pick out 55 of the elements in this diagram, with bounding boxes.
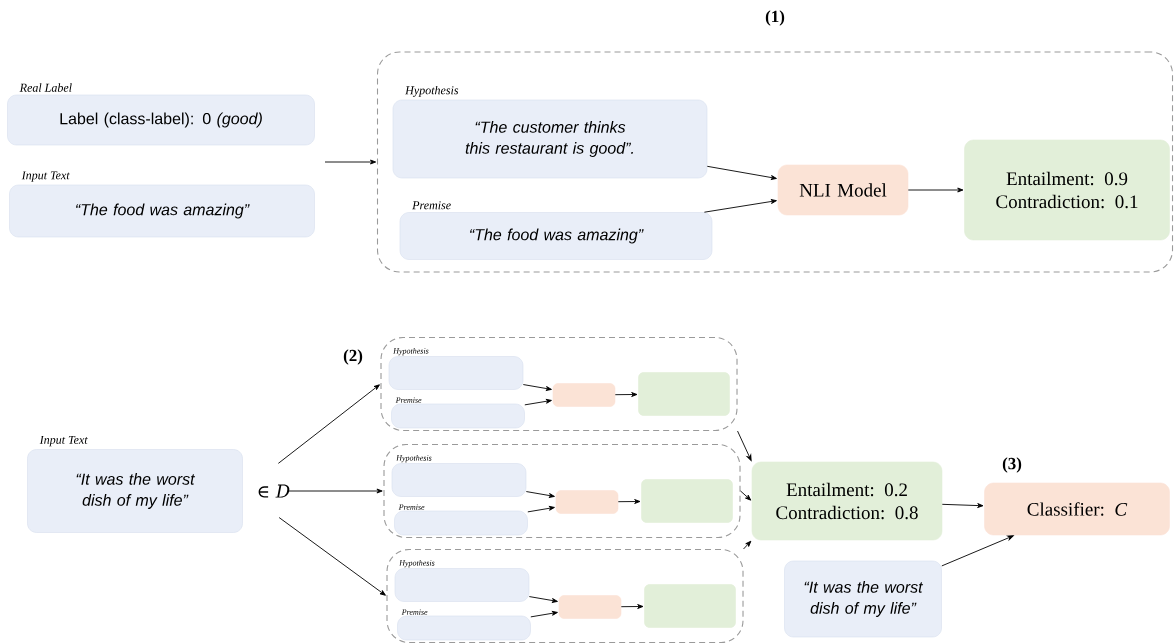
arrow bbox=[525, 491, 555, 498]
arrow bbox=[620, 604, 644, 609]
text-box: “The customer thinks this restaurant is good”. bbox=[392, 99, 708, 179]
score-box bbox=[638, 372, 730, 416]
heading: Premise bbox=[412, 201, 451, 210]
heading: Premise bbox=[395, 397, 422, 403]
model-box bbox=[552, 383, 616, 407]
arrow bbox=[278, 517, 386, 596]
text-box: “It was the worst dish of my life” bbox=[784, 560, 942, 638]
arrow bbox=[528, 596, 558, 603]
dashed-group bbox=[383, 443, 741, 539]
model-box bbox=[558, 595, 622, 619]
heading: Input Text bbox=[21, 171, 70, 182]
model-box: NLI Model bbox=[777, 164, 909, 216]
heading: Real Label bbox=[19, 83, 72, 92]
arrow bbox=[706, 165, 777, 180]
arrow bbox=[941, 535, 1014, 567]
arrow bbox=[524, 398, 552, 406]
arrow bbox=[907, 187, 964, 193]
arrow bbox=[617, 499, 641, 504]
score-box bbox=[644, 584, 736, 628]
heading: Hypothesis bbox=[393, 348, 429, 356]
heading: Hypothesis bbox=[396, 455, 432, 463]
set-membership-text: ∈ D bbox=[258, 484, 290, 498]
score-box: Entailment: 0.9 Contradiction: 0.1 bbox=[964, 139, 1170, 241]
text-box: “The food was amazing” bbox=[399, 212, 713, 260]
dashed-group bbox=[380, 336, 738, 432]
score-box: Entailment: 0.2 Contradiction: 0.8 bbox=[751, 461, 943, 541]
arrow bbox=[522, 384, 552, 391]
arrow bbox=[614, 392, 638, 397]
heading: Hypothesis bbox=[405, 85, 459, 97]
arrow bbox=[530, 610, 558, 618]
dashed-group bbox=[376, 51, 1174, 273]
arrow bbox=[527, 505, 555, 513]
model-box: Classifier: C bbox=[984, 482, 1170, 536]
text-box: “The food was amazing” bbox=[9, 184, 315, 238]
arrow bbox=[740, 490, 752, 501]
step-number: (2) bbox=[343, 349, 363, 365]
arrow bbox=[277, 384, 380, 464]
dashed-group bbox=[386, 548, 744, 643]
arrow bbox=[737, 430, 752, 461]
score-box bbox=[641, 479, 733, 523]
arrow bbox=[703, 199, 777, 213]
text-box: “It was the worst dish of my life” bbox=[27, 449, 243, 533]
arrow bbox=[287, 488, 383, 494]
arrow bbox=[324, 159, 377, 165]
heading: Hypothesis bbox=[399, 560, 435, 568]
text-box: Label (class-label): 0 (good) bbox=[7, 94, 315, 146]
heading: Input Text bbox=[39, 435, 88, 447]
model-box bbox=[555, 490, 619, 514]
arrow bbox=[941, 503, 984, 508]
step-number: (1) bbox=[765, 10, 785, 26]
heading: Premise bbox=[401, 609, 428, 615]
heading: Premise bbox=[398, 504, 425, 510]
arrow bbox=[743, 540, 752, 550]
